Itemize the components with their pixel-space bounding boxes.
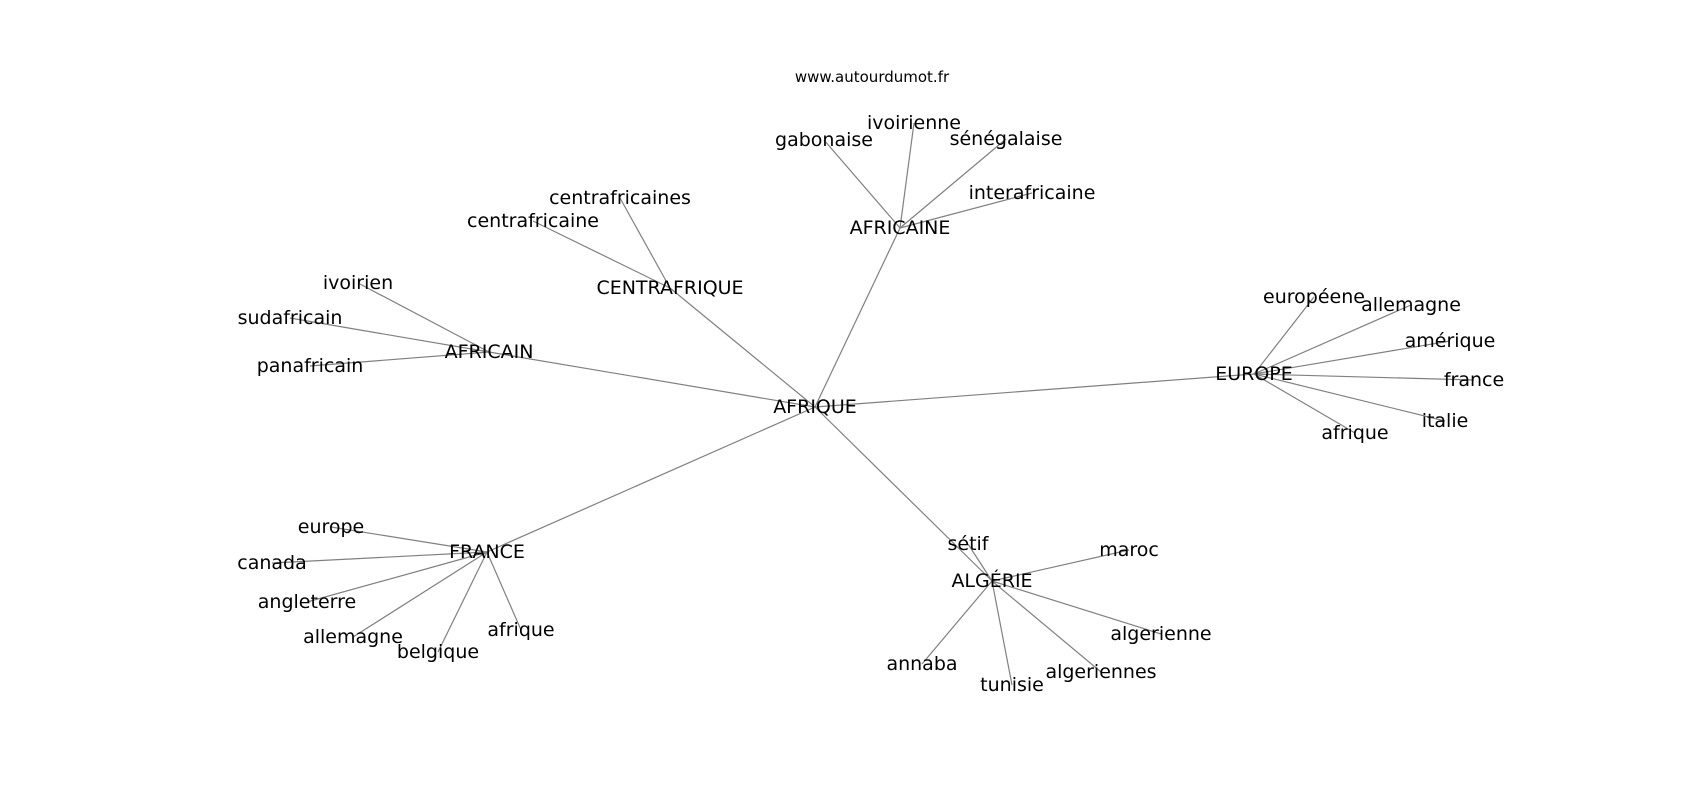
leaf-node[interactable]: centrafricaine: [467, 210, 599, 232]
edge-algerie-leaf: [991, 580, 1102, 673]
leaf-node[interactable]: sétif: [947, 533, 989, 555]
edge-europe-leaf: [1253, 340, 1451, 375]
leaf-node[interactable]: gabonaise: [775, 129, 873, 151]
edge-algerie-leaf: [921, 580, 993, 665]
leaf-node[interactable]: centrafricaines: [549, 187, 691, 209]
edge-africain-leaf: [309, 351, 490, 367]
edge-france-leaf: [486, 551, 522, 631]
edge-europe-leaf: [1253, 373, 1356, 434]
leaf-node[interactable]: italie: [1422, 410, 1469, 432]
edge-center-centrafrique: [669, 287, 816, 408]
edge-europe-leaf: [1253, 373, 1475, 381]
leaf-node[interactable]: tunisie: [980, 674, 1044, 696]
leaf-node[interactable]: sudafricain: [238, 307, 343, 329]
edge-france-leaf: [271, 551, 488, 564]
leaf-node[interactable]: amérique: [1405, 330, 1496, 352]
edge-africain-leaf: [289, 317, 490, 353]
edge-africaine-leaf: [823, 139, 901, 229]
leaf-node[interactable]: maroc: [1099, 539, 1159, 561]
leaf-node[interactable]: afrique: [487, 619, 554, 641]
leaf-node[interactable]: allemagne: [1361, 294, 1461, 316]
hub-node-africaine[interactable]: AFRICAINE: [850, 217, 951, 239]
edge-center-france: [486, 406, 816, 553]
leaf-node[interactable]: ivoirienne: [867, 112, 961, 134]
edge-center-africaine: [814, 227, 901, 408]
leaf-node[interactable]: france: [1444, 369, 1504, 391]
hub-node-france[interactable]: FRANCE: [449, 541, 525, 563]
hub-node-europe[interactable]: EUROPE: [1215, 363, 1293, 385]
edge-africaine-leaf: [899, 192, 1033, 229]
edge-france-leaf: [352, 551, 488, 638]
leaf-node[interactable]: algeriennes: [1045, 661, 1156, 683]
hub-node-africain[interactable]: AFRICAIN: [445, 341, 534, 363]
edge-centrafrique-leaf: [532, 220, 671, 289]
hub-node-centrafrique[interactable]: CENTRAFRIQUE: [596, 277, 743, 299]
edge-center-africain: [488, 351, 816, 408]
edge-europe-leaf: [1253, 296, 1315, 375]
leaf-node[interactable]: interafricaine: [969, 182, 1096, 204]
site-credit: www.autourdumot.fr: [795, 68, 950, 86]
edge-algerie-leaf: [991, 580, 1013, 686]
edge-algerie-leaf: [991, 549, 1130, 582]
leaf-node[interactable]: panafricain: [257, 355, 364, 377]
leaf-node[interactable]: allemagne: [303, 626, 403, 648]
leaf-node[interactable]: sénégalaise: [950, 128, 1063, 150]
edge-france-leaf: [437, 551, 488, 653]
edge-algerie-leaf: [967, 543, 993, 582]
edge-center-europe: [814, 373, 1255, 408]
edge-africain-leaf: [357, 282, 490, 353]
edge-europe-leaf: [1253, 373, 1446, 422]
leaf-node[interactable]: européene: [1263, 286, 1365, 308]
edge-centrafrique-leaf: [619, 197, 671, 289]
leaf-node[interactable]: algerienne: [1110, 623, 1211, 645]
leaf-node[interactable]: afrique: [1321, 422, 1388, 444]
edge-algerie-leaf: [991, 580, 1162, 635]
leaf-node[interactable]: ivoirien: [323, 272, 393, 294]
graph-edges: [271, 122, 1475, 686]
leaf-node[interactable]: belgique: [397, 641, 479, 663]
leaf-node[interactable]: annaba: [886, 653, 957, 675]
hub-node-algerie[interactable]: ALGÉRIE: [951, 569, 1032, 592]
edge-africaine-leaf: [899, 122, 915, 229]
edge-africaine-leaf: [899, 138, 1007, 229]
leaf-node[interactable]: canada: [237, 552, 306, 574]
leaf-node[interactable]: europe: [298, 516, 365, 538]
edge-france-leaf: [306, 551, 488, 603]
leaf-node[interactable]: angleterre: [258, 591, 356, 613]
edge-center-algerie: [814, 406, 993, 582]
edge-france-leaf: [330, 526, 488, 553]
edge-europe-leaf: [1253, 304, 1412, 375]
center-node[interactable]: AFRIQUE: [773, 396, 857, 418]
graph-nodes: AFRIQUE AFRICAINE gabonaiseivoiriennesénég…: [237, 112, 1504, 696]
